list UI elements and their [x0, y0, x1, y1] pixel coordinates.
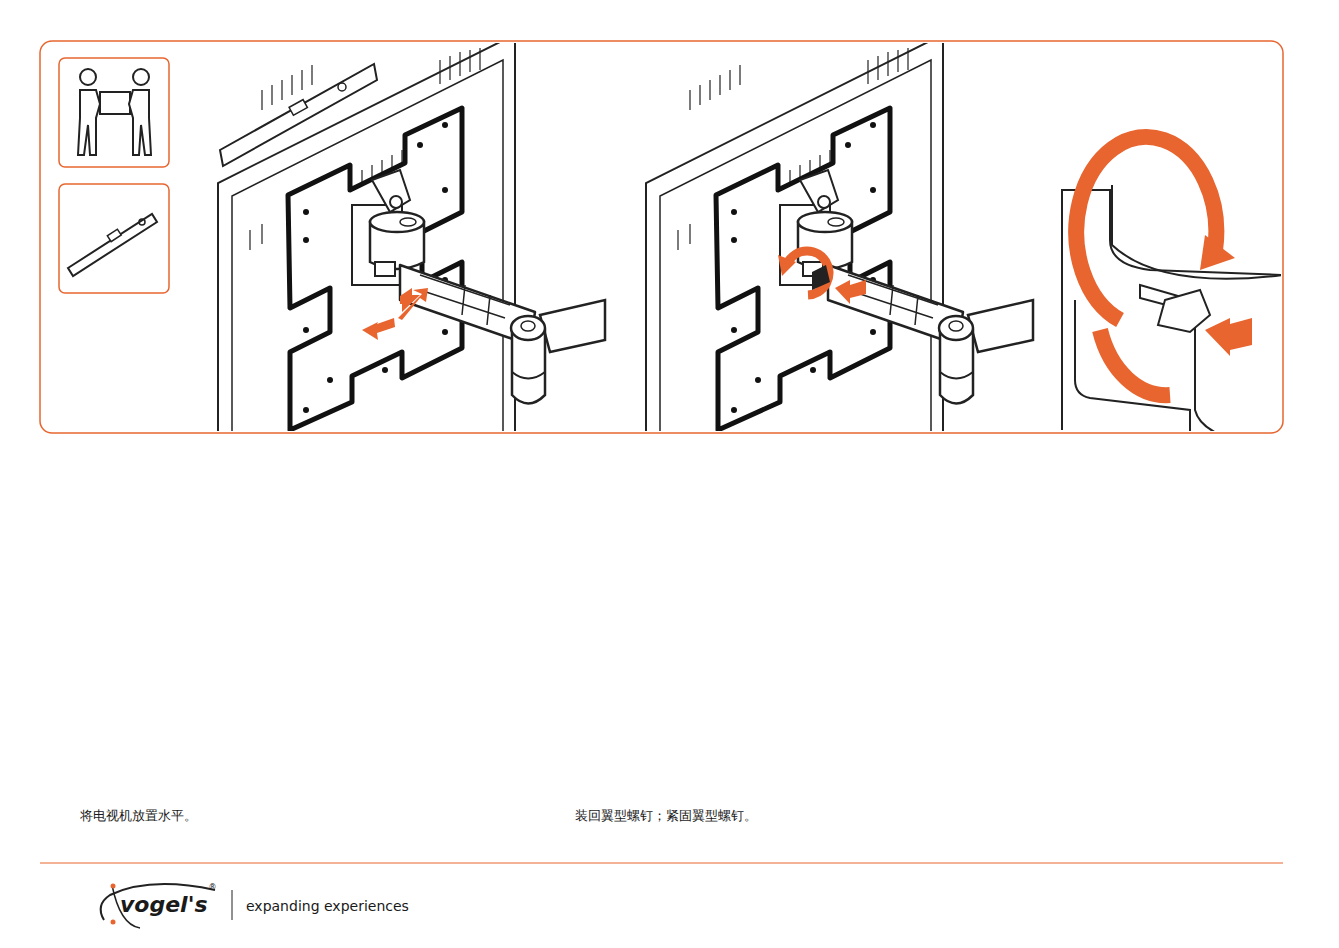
- trademark: ®: [209, 884, 217, 892]
- logo-text: vogel's: [120, 894, 208, 916]
- step-caption: 将电视机放置水平。: [80, 809, 197, 822]
- footer-rule: [40, 863, 1283, 864]
- icon-spirit-level: [59, 184, 169, 293]
- step-caption: 装回翼型螺钉；紧固翼型螺钉。: [575, 809, 757, 822]
- icon-two-people: [59, 58, 169, 167]
- tv-step-1: [218, 43, 605, 431]
- detail-zoom: [1062, 137, 1281, 431]
- tagline: expanding experiences: [246, 899, 409, 913]
- tv-step-2: [646, 43, 1033, 431]
- logo-mark: [101, 884, 232, 929]
